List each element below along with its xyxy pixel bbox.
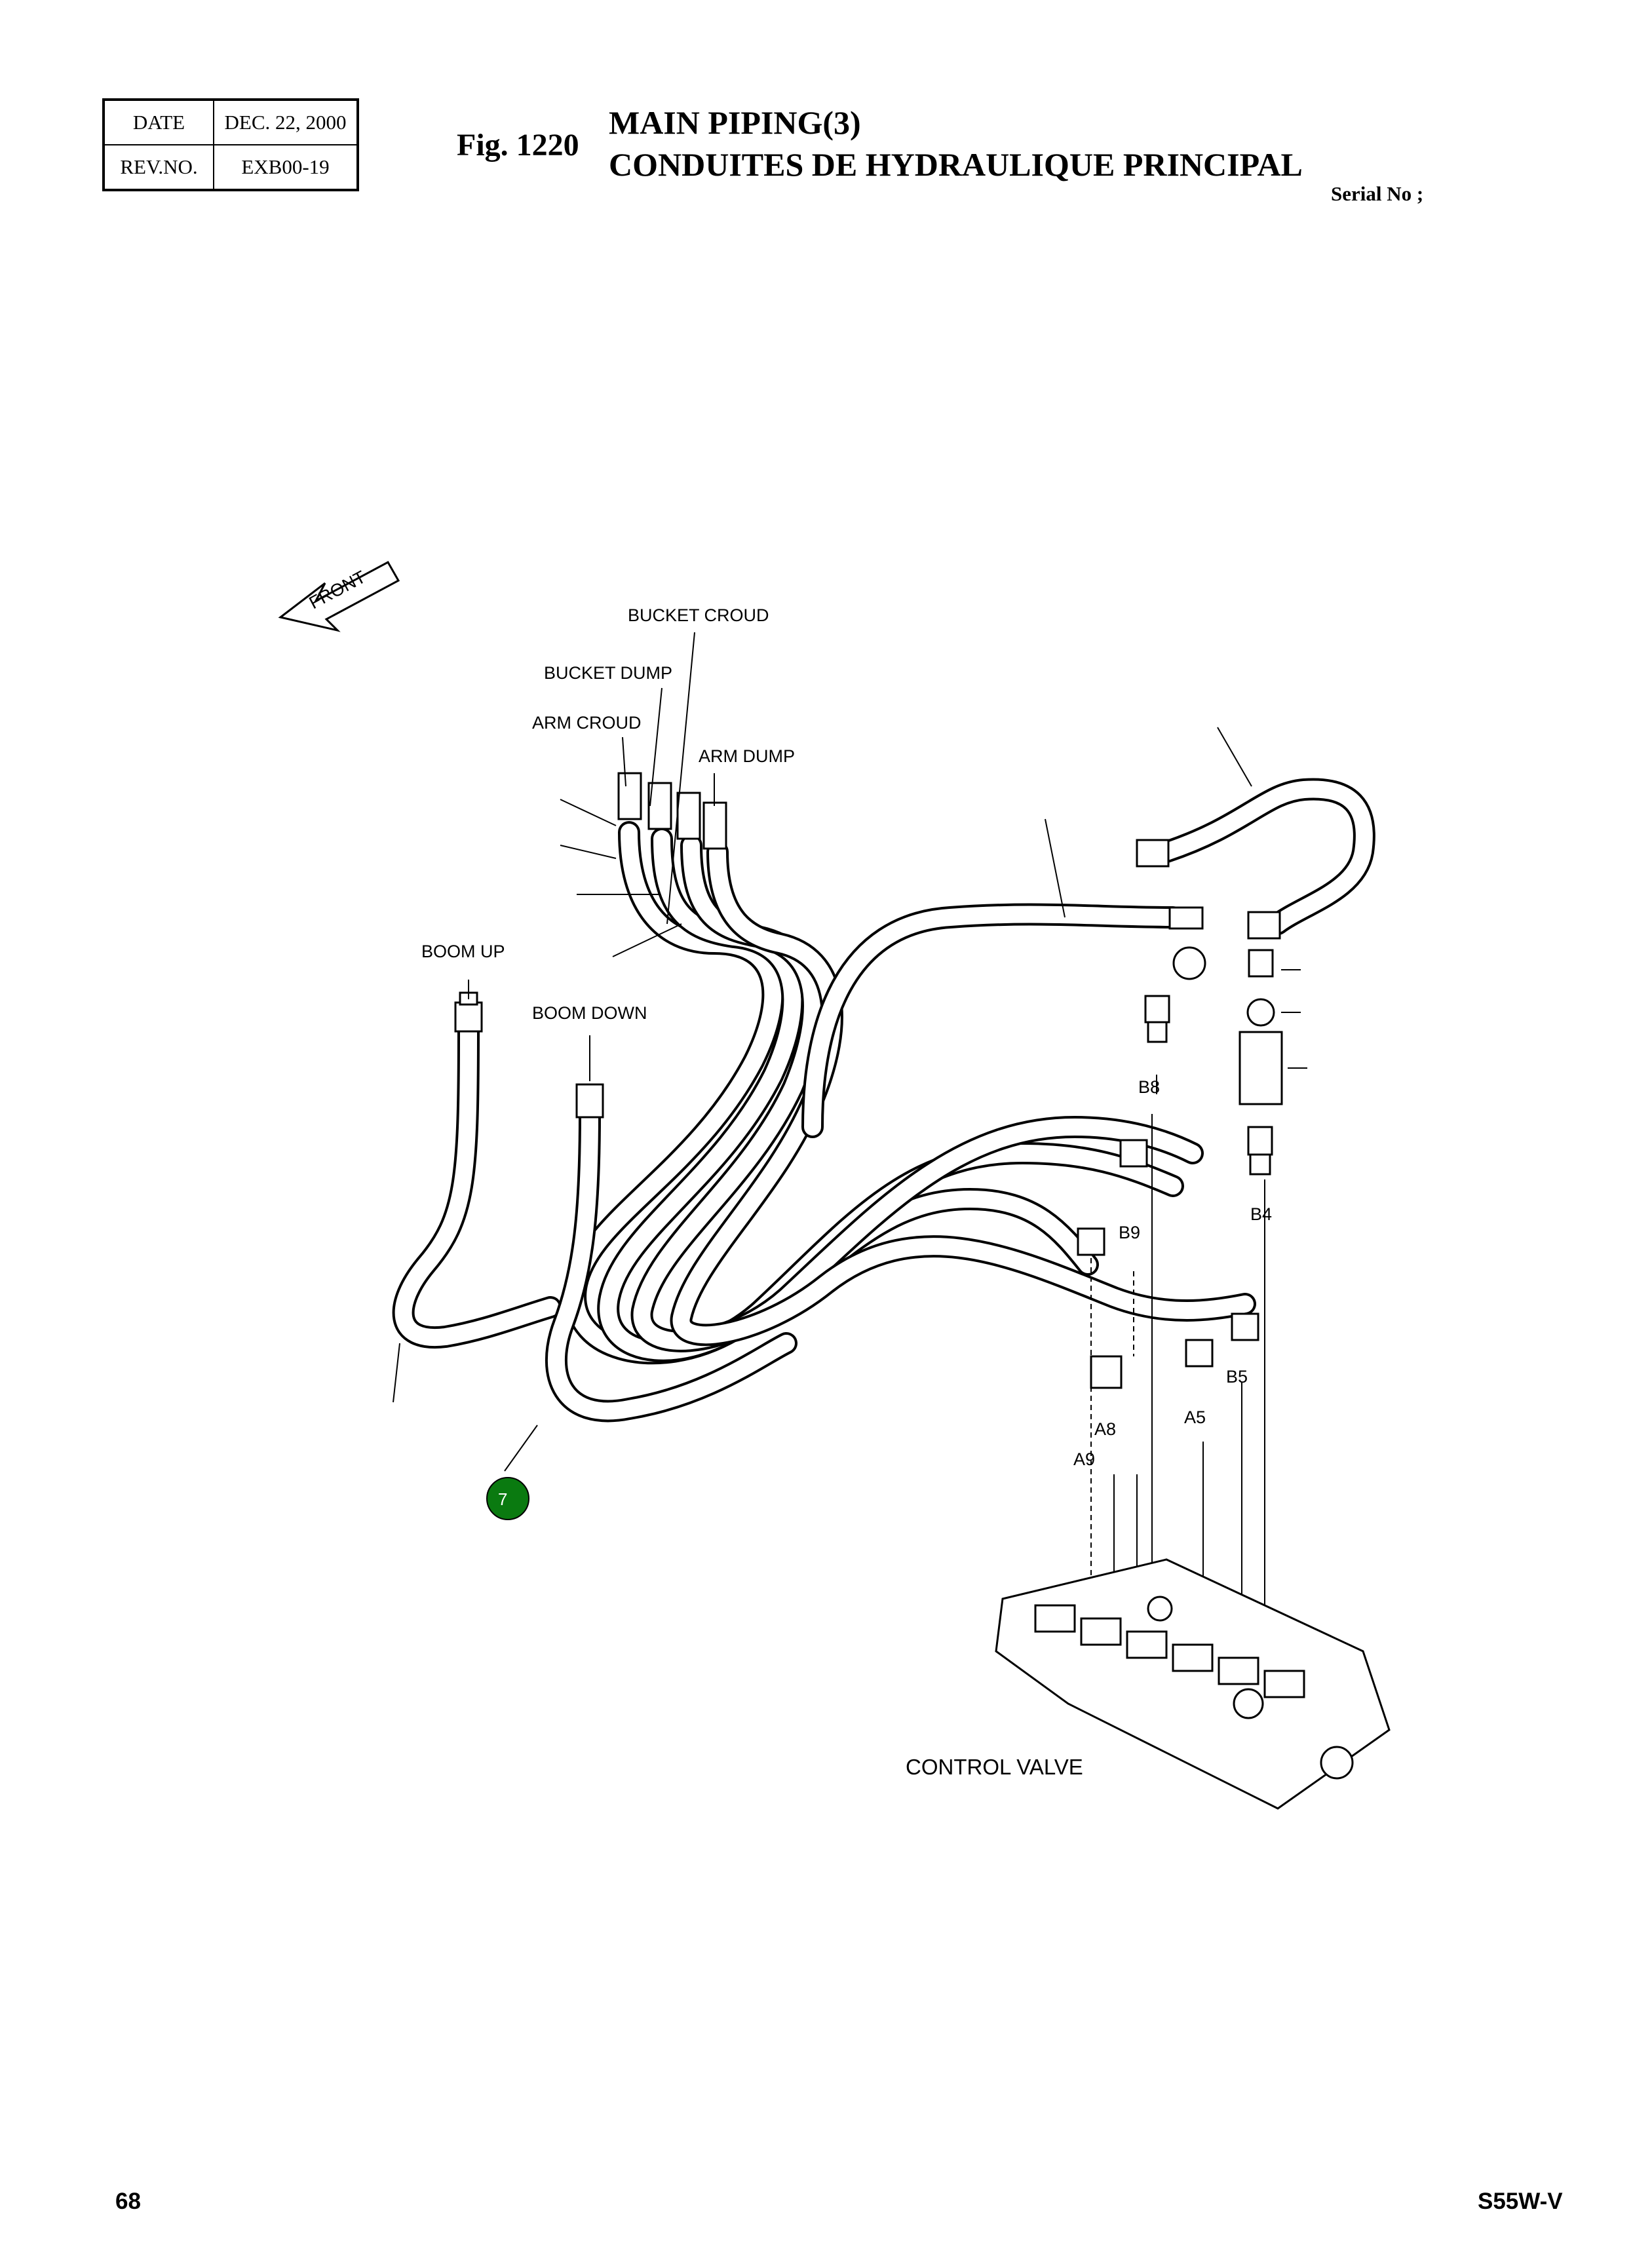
date-value: DEC. 22, 2000 (213, 99, 358, 145)
upper-hose-b8 (801, 903, 1206, 1138)
label-port-b9: B9 (1119, 1223, 1140, 1242)
label-port-b4: B4 (1250, 1204, 1272, 1224)
boom-up-fitting (454, 1001, 483, 1033)
b8-elbow (1172, 946, 1206, 980)
label-control-valve: CONTROL VALVE (906, 1755, 1083, 1779)
rev-label: REV.NO. (103, 144, 214, 191)
boom-up-hose (392, 991, 562, 1349)
label-bucket-croud: BUCKET CROUD (628, 605, 769, 625)
fitting-arm-croud (676, 792, 701, 840)
page-subtitle: CONDUITES DE HYDRAULIQUE PRINCIPAL (609, 146, 1303, 183)
b4-fitting-stack (1239, 949, 1283, 1176)
label-bucket-dump: BUCKET DUMP (544, 663, 672, 683)
label-arm-croud: ARM CROUD (532, 713, 642, 733)
label-boom-up: BOOM UP (421, 942, 505, 961)
leader-lines (393, 632, 1307, 1638)
callout-number: 7 (498, 1489, 507, 1509)
port-fittings (1077, 1139, 1259, 1389)
b4-elbow-upper (1136, 839, 1170, 868)
label-port-b8: B8 (1138, 1077, 1160, 1097)
fitting-arm-dump (702, 801, 727, 850)
label-port-b5: B5 (1226, 1367, 1248, 1387)
b8-fitting-stack (1144, 995, 1170, 1043)
boom-down-fitting (575, 1083, 604, 1119)
label-port-a9: A9 (1073, 1449, 1095, 1469)
b4-elbow-lower (1247, 911, 1281, 940)
b8-hose-end (1168, 906, 1204, 930)
label-port-a8: A8 (1094, 1419, 1116, 1439)
label-arm-dump: ARM DUMP (699, 746, 795, 766)
boom-down-hose (545, 1083, 797, 1423)
page-number: 68 (115, 2189, 141, 2214)
fitting-bucket-croud (617, 772, 642, 820)
date-label: DATE (103, 99, 214, 145)
front-fittings (617, 772, 727, 850)
page-title: MAIN PIPING(3) (609, 104, 861, 141)
model-name: S55W-V (1478, 2189, 1563, 2214)
callout-7[interactable]: 7 (486, 1477, 529, 1520)
fitting-bucket-dump (647, 782, 672, 830)
control-valve (995, 1558, 1391, 1810)
callout-circle[interactable] (486, 1477, 529, 1520)
label-boom-down: BOOM DOWN (532, 1003, 647, 1023)
figure-number: Fig. 1220 (457, 128, 579, 163)
revision-table: DATE DEC. 22, 2000 REV.NO. EXB00-19 (102, 98, 359, 191)
upper-hose-b4 (1136, 778, 1375, 940)
front-arrow-icon: FRONT (278, 560, 400, 632)
rev-value: EXB00-19 (213, 144, 358, 191)
label-port-a5: A5 (1184, 1407, 1206, 1427)
serial-number-label: Serial No ; (1331, 182, 1424, 205)
